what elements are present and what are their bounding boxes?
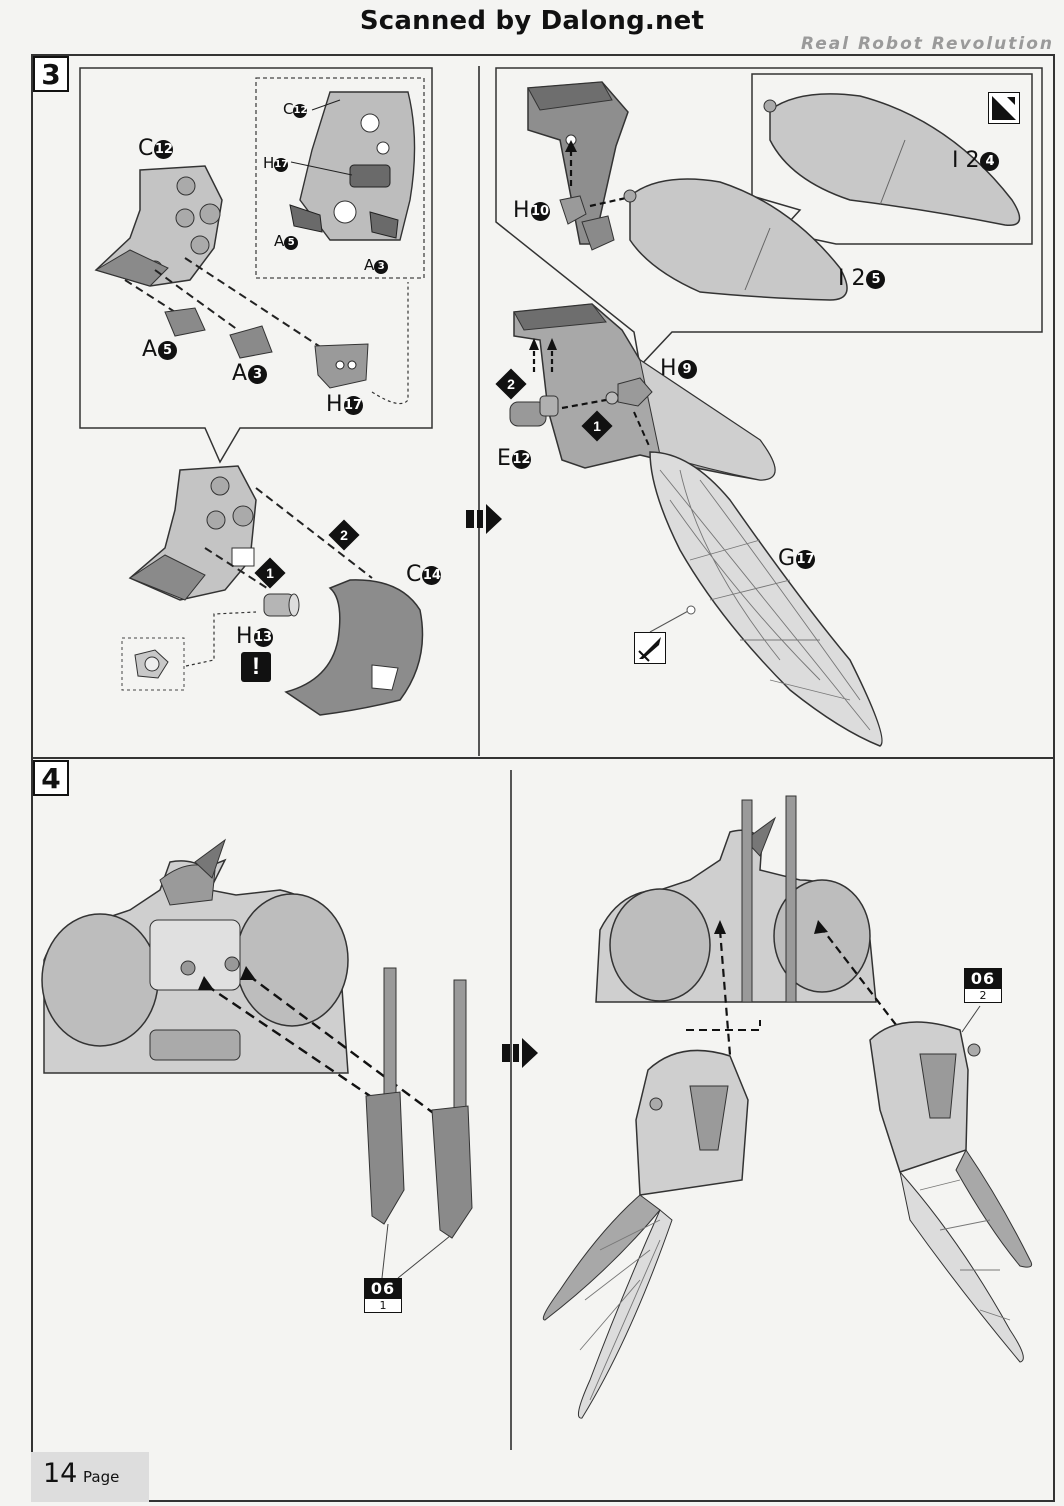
page-number: 14	[43, 1458, 78, 1489]
scanned-by-credit: Scanned by Dalong.net	[359, 6, 705, 36]
label-h10-part: H10	[513, 198, 550, 223]
manual-frame	[31, 54, 1055, 1502]
label-e12-part: E12	[497, 446, 531, 471]
step-4-number: 4	[33, 760, 69, 796]
nipper-icon	[992, 96, 1016, 120]
step-divider	[31, 757, 1055, 759]
step3-column-divider	[478, 66, 480, 756]
sticker-06-1: 06 1	[364, 1278, 402, 1313]
sticker-06-2: 06 2	[964, 968, 1002, 1003]
step4-column-divider	[510, 770, 512, 1450]
gate-trim-icon	[634, 632, 666, 664]
knife-icon	[638, 637, 661, 662]
brand-title: Real Robot Revolution	[800, 34, 1054, 54]
label-h17-part: H17	[326, 392, 363, 417]
next-arrow-icon	[466, 504, 502, 534]
inset-label-c12: C12	[283, 100, 308, 118]
next-arrow-icon-step4	[502, 1038, 538, 1068]
cut-instruction-icon	[988, 92, 1020, 124]
caution-icon: !	[241, 652, 271, 682]
label-c14-part: C14	[406, 562, 442, 587]
step-3-number: 3	[33, 56, 69, 92]
label-g17-part: G17	[778, 546, 816, 571]
page-word: Page	[83, 1468, 120, 1486]
inset-label-h17: H17	[263, 154, 289, 172]
label-h13-part: H13	[236, 624, 273, 649]
label-c12-part: C12	[138, 136, 174, 161]
page-footer: 14 Page	[31, 1452, 149, 1502]
